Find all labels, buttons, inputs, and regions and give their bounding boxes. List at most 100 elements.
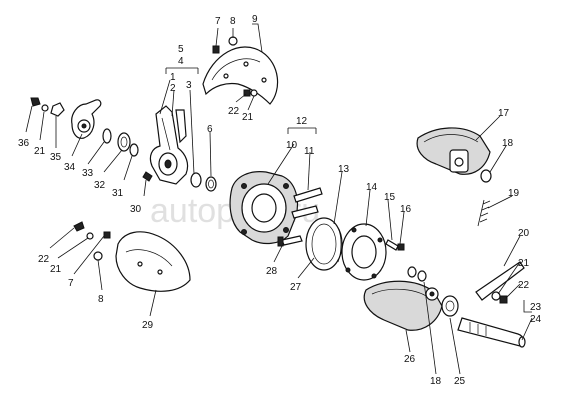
callout-labels: 7 8 9 22 21 5 4 1 2 3 6 12 10 11 13 14 1… — [18, 14, 542, 387]
label-30: 30 — [130, 204, 142, 215]
washer-32 — [117, 132, 131, 152]
label-22: 22 — [228, 106, 240, 117]
spider-hole — [241, 229, 247, 235]
label-19: 19 — [508, 188, 520, 199]
label-33: 33 — [82, 168, 94, 179]
label-13: 13 — [338, 164, 350, 175]
shield-hole — [243, 61, 249, 67]
nut-22-right — [499, 295, 508, 304]
label-18: 18 — [430, 376, 442, 387]
cam-bushing-25 — [441, 295, 459, 317]
return-spring-19 — [477, 199, 491, 227]
nut-22-top — [243, 89, 251, 97]
washer-8-lower — [93, 251, 103, 261]
label-26: 26 — [404, 354, 416, 365]
washer-21-top — [250, 89, 258, 97]
label-31: 31 — [112, 188, 124, 199]
bolt-28-head — [277, 236, 284, 247]
spider-hole — [283, 183, 289, 189]
label-11: 11 — [304, 146, 315, 157]
label-25: 25 — [454, 376, 466, 387]
label-21: 21 — [518, 258, 530, 269]
flange-bore — [351, 235, 377, 269]
bolt-7-lower — [103, 231, 111, 239]
label-8: 8 — [98, 294, 104, 305]
flange-hole — [351, 227, 357, 233]
label-29: 29 — [142, 320, 154, 331]
label-8: 8 — [230, 16, 236, 27]
flange-hole — [371, 273, 377, 279]
label-1: 1 — [170, 72, 176, 83]
stud-11 — [291, 205, 319, 219]
label-2: 2 — [170, 83, 176, 94]
lower-brake-shoe-26 — [363, 280, 443, 331]
spider-hole — [241, 183, 247, 189]
label-6: 6 — [207, 124, 213, 135]
camshaft-end — [518, 336, 526, 348]
label-16: 16 — [400, 204, 412, 215]
label-10: 10 — [286, 140, 298, 151]
washer-21-left — [41, 104, 49, 112]
label-24: 24 — [530, 314, 542, 325]
label-7: 7 — [68, 278, 74, 289]
camshaft-24 — [457, 317, 525, 347]
flange-hole — [377, 237, 383, 243]
adjuster-center — [81, 123, 87, 129]
shield-hole — [137, 261, 143, 267]
label-9: 9 — [252, 14, 258, 25]
label-4: 4 — [178, 56, 184, 67]
label-15: 15 — [384, 192, 396, 203]
stud-11 — [293, 187, 323, 203]
label-27: 27 — [290, 282, 302, 293]
spider-bore — [251, 193, 277, 223]
label-17: 17 — [498, 108, 510, 119]
shield-hole — [223, 73, 229, 79]
label-35: 35 — [50, 152, 62, 163]
ring-31 — [129, 143, 139, 157]
leader-lines — [25, 23, 533, 375]
label-22: 22 — [38, 254, 50, 265]
label-3: 3 — [186, 80, 192, 91]
spider-hole — [283, 227, 289, 233]
lower-dust-shield-29 — [115, 231, 191, 292]
label-34: 34 — [64, 162, 76, 173]
bracket-arm — [175, 109, 187, 144]
bushing-3 — [190, 172, 202, 188]
bolt-7-top — [212, 45, 220, 54]
flange-hole — [345, 267, 351, 273]
label-22: 22 — [518, 280, 530, 291]
label-21: 21 — [34, 146, 46, 157]
bolt-36 — [30, 97, 41, 107]
lever-20 — [475, 261, 525, 301]
label-21: 21 — [242, 112, 254, 123]
label-23: 23 — [530, 302, 542, 313]
shoe-roller-center — [429, 291, 435, 297]
bolt-15 — [385, 239, 399, 251]
label-18: 18 — [502, 138, 514, 149]
screw-30 — [142, 171, 153, 182]
shield-hole — [261, 77, 267, 83]
washer-small — [407, 266, 417, 278]
upper-dust-shield — [202, 46, 279, 105]
washer-21-lower-left — [86, 232, 94, 240]
ring-18-bottom — [417, 270, 427, 282]
slack-adjuster-34 — [71, 99, 102, 139]
label-5: 5 — [178, 44, 184, 55]
label-32: 32 — [94, 180, 106, 191]
label-36: 36 — [18, 138, 30, 149]
label-12: 12 — [296, 116, 308, 127]
seal-ring-6 — [205, 176, 217, 192]
nut-35 — [50, 102, 65, 117]
seal-27 — [305, 217, 343, 271]
bolt-22-lower-left — [73, 221, 85, 232]
bracket-bore-center — [164, 159, 172, 169]
label-20: 20 — [518, 228, 530, 239]
washer-33 — [102, 128, 112, 144]
shield-hole — [157, 269, 163, 275]
ring-18-top — [480, 169, 492, 183]
label-21: 21 — [50, 264, 62, 275]
label-14: 14 — [366, 182, 378, 193]
label-28: 28 — [266, 266, 278, 277]
